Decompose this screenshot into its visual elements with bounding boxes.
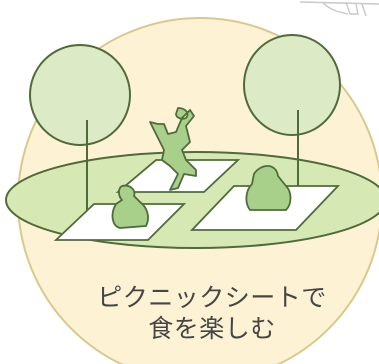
person-standing-icon — [149, 107, 197, 191]
caption-line-1: ピクニックシートで — [97, 283, 327, 312]
caption-line-2: 食を楽しむ — [148, 314, 276, 343]
sketch-fragment — [299, 1, 379, 17]
tree-icon — [29, 44, 131, 146]
person-sitting-icon — [111, 184, 149, 229]
person-sitting-icon — [245, 165, 292, 211]
right-tree — [243, 34, 341, 190]
tree-icon — [243, 34, 341, 136]
